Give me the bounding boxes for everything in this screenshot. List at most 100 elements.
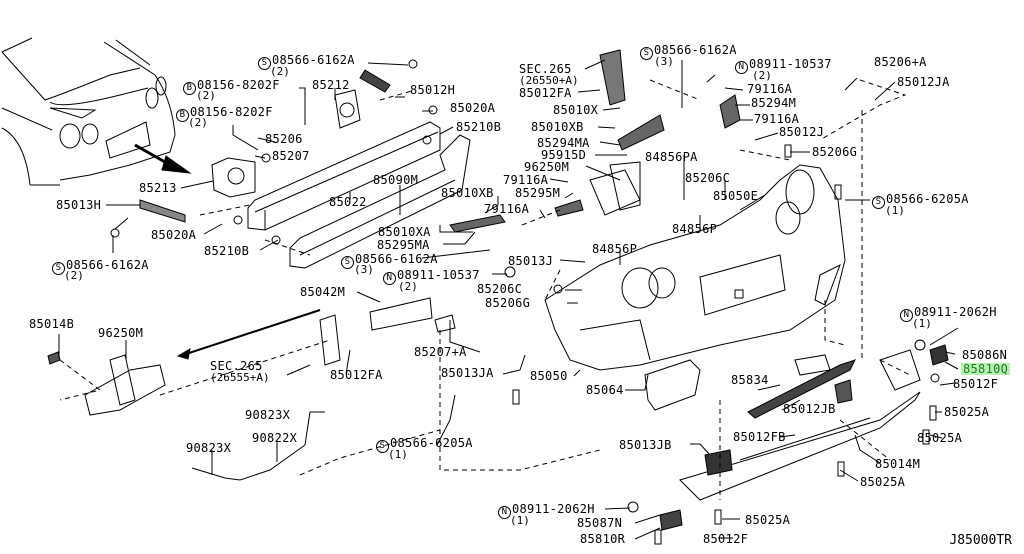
- part-label[interactable]: 79116A: [503, 173, 549, 187]
- part-label[interactable]: 85206: [265, 132, 303, 146]
- part-label[interactable]: 85810R: [580, 532, 626, 546]
- part-label[interactable]: 85010XA: [378, 225, 431, 239]
- nut-symbol-icon: N: [735, 61, 748, 74]
- part-label[interactable]: 85014B: [29, 317, 75, 331]
- part-label[interactable]: 85086N: [962, 348, 1008, 362]
- part-label[interactable]: 85206C: [477, 282, 523, 296]
- part-label[interactable]: 85025A: [944, 405, 990, 419]
- part-label[interactable]: 85294M: [751, 96, 797, 110]
- part-label[interactable]: 85206G: [485, 296, 531, 310]
- quantity-label: (26550+A): [519, 74, 579, 87]
- part-label[interactable]: SEC.265: [210, 359, 263, 373]
- part-label[interactable]: SEC.265: [519, 62, 572, 76]
- sec-arrow: [178, 310, 320, 359]
- part-label[interactable]: 85020A: [151, 228, 197, 242]
- quantity-label: (3): [654, 55, 674, 68]
- part-label[interactable]: 85210B: [456, 120, 502, 134]
- part-label[interactable]: 85013J: [508, 254, 554, 268]
- part-label[interactable]: 96250M: [524, 160, 570, 174]
- part-label[interactable]: 85087N: [577, 516, 623, 530]
- part-label[interactable]: 85206C: [685, 171, 731, 185]
- part-label[interactable]: 85013H: [56, 198, 102, 212]
- part-label[interactable]: 84856PA: [645, 150, 698, 164]
- part-label[interactable]: 85090M: [373, 173, 419, 187]
- part-label[interactable]: 85020A: [450, 101, 496, 115]
- part-label[interactable]: 90823X: [186, 441, 232, 455]
- part-label[interactable]: 85013JA: [441, 366, 494, 380]
- quantity-label: (2): [64, 269, 84, 282]
- standard-bolt-symbol-icon: S: [872, 196, 885, 209]
- part-label[interactable]: 95915D: [541, 148, 587, 162]
- part-label[interactable]: 79116A: [484, 202, 530, 216]
- view-arrow: [135, 145, 190, 173]
- bumper-reinforcement: [248, 122, 470, 268]
- part-label[interactable]: 96250M: [98, 326, 144, 340]
- part-label[interactable]: 85295M: [515, 186, 561, 200]
- part-label[interactable]: 85010XB: [531, 120, 584, 134]
- part-label[interactable]: 85834: [731, 373, 769, 387]
- part-label[interactable]: 85012J: [779, 125, 825, 139]
- nut-symbol-icon: N: [383, 272, 396, 285]
- part-label[interactable]: 85012H: [410, 83, 456, 97]
- standard-bolt-symbol-icon: S: [52, 262, 65, 275]
- part-label[interactable]: 85022: [329, 195, 367, 209]
- part-label[interactable]: 85213: [139, 181, 177, 195]
- part-label[interactable]: 85050E: [713, 189, 759, 203]
- standard-bolt-symbol-icon: S: [640, 47, 653, 60]
- part-label[interactable]: 85025A: [745, 513, 791, 527]
- part-label[interactable]: 85206G: [812, 145, 858, 159]
- part-label[interactable]: 85207+A: [414, 345, 467, 359]
- part-label[interactable]: 85025A: [860, 475, 906, 489]
- quantity-label: (2): [398, 280, 418, 293]
- part-label[interactable]: 85010XB: [441, 186, 494, 200]
- part-label[interactable]: 85210B: [204, 244, 250, 258]
- part-label[interactable]: 85012F: [703, 532, 749, 546]
- part-label[interactable]: 85295MA: [377, 238, 430, 252]
- center-brackets: [450, 50, 740, 232]
- part-label[interactable]: 79116A: [747, 82, 793, 96]
- quantity-label: (1): [510, 514, 530, 527]
- part-label[interactable]: 85013JB: [619, 438, 672, 452]
- part-label[interactable]: 90822X: [252, 431, 298, 445]
- part-label[interactable]: 85294MA: [537, 136, 590, 150]
- part-label[interactable]: 85207: [272, 149, 310, 163]
- part-label-highlighted[interactable]: 85810Q: [961, 362, 1011, 376]
- part-label[interactable]: 85012F: [953, 377, 999, 391]
- part-label[interactable]: 85050: [530, 369, 568, 383]
- part-label[interactable]: 84856P: [592, 242, 638, 256]
- quantity-label: (26555+A): [210, 371, 270, 384]
- part-label[interactable]: 85206+A: [874, 55, 927, 69]
- part-label[interactable]: 85012JB: [783, 402, 836, 416]
- part-label[interactable]: 85012JA: [897, 75, 950, 89]
- part-label[interactable]: 90823X: [245, 408, 291, 422]
- standard-bolt-symbol-icon: S: [258, 57, 271, 70]
- guide-lines: [60, 80, 910, 500]
- part-label[interactable]: 85025A: [917, 431, 963, 445]
- part-label[interactable]: 85212: [312, 78, 350, 92]
- part-label[interactable]: 79116A: [754, 112, 800, 126]
- part-label[interactable]: 85012FB: [733, 430, 786, 444]
- part-label[interactable]: 85064: [586, 383, 624, 397]
- quantity-label: (1): [885, 204, 905, 217]
- part-label[interactable]: 84856P: [672, 222, 718, 236]
- nut-symbol-icon: N: [498, 506, 511, 519]
- part-label[interactable]: 85012FA: [519, 86, 572, 100]
- part-label[interactable]: 85014M: [875, 457, 921, 471]
- quantity-label: (2): [196, 89, 216, 102]
- part-label[interactable]: 85042M: [300, 285, 346, 299]
- part-label[interactable]: 85010X: [553, 103, 599, 117]
- part-label[interactable]: 85012FA: [330, 368, 383, 382]
